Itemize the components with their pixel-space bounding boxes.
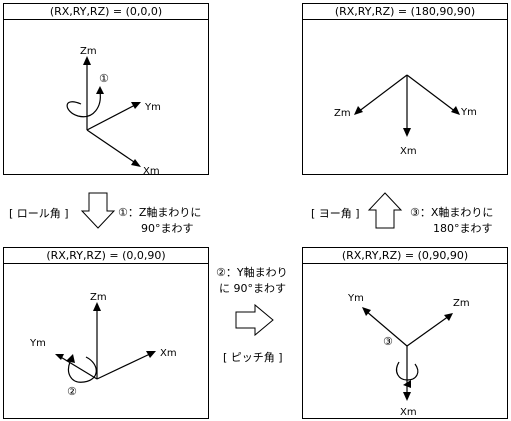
z-axis-arrowhead <box>93 302 101 311</box>
pitch-bracket-label: [ ピッチ角 ] <box>223 351 283 364</box>
rotation-arrowhead <box>403 380 411 388</box>
step-marker: ② <box>67 385 77 398</box>
roll-bracket-label: [ ロール角 ] <box>9 207 69 220</box>
y-axis-label: Ym <box>460 107 477 118</box>
panel-final: (RX,RY,RZ) = (180,90,90) Zm Ym Xm <box>302 3 508 175</box>
x-axis-label: Xm <box>160 348 177 359</box>
y-axis-label: Ym <box>347 293 364 304</box>
x-axis-arrowhead <box>131 159 141 167</box>
panel-after-roll: (RX,RY,RZ) = (0,0,90) Zm Ym Xm ② <box>3 247 209 419</box>
roll-step-line2: 90°まわす <box>141 222 194 235</box>
panel-after-pitch: (RX,RY,RZ) = (0,90,90) Ym Zm Xm ③ <box>302 247 508 419</box>
right-arrow-icon <box>235 303 274 337</box>
rotation-arrowhead <box>66 354 75 363</box>
z-axis-label: Zm <box>80 46 97 57</box>
roll-step-line1: ①：Z軸まわりに <box>118 206 202 219</box>
y-axis-arrowhead <box>55 354 64 360</box>
up-arrow-icon <box>367 192 403 229</box>
x-axis-line <box>86 129 138 165</box>
y-axis-label: Ym <box>144 102 161 113</box>
z-axis-line <box>357 74 408 113</box>
rotation-arrowhead <box>96 86 104 94</box>
y-axis-line <box>58 355 98 380</box>
z-axis-label: Zm <box>334 108 351 119</box>
step-marker: ③ <box>383 335 393 348</box>
x-axis-arrowhead <box>403 392 411 401</box>
panel-after-pitch-header: (RX,RY,RZ) = (0,90,90) <box>303 248 507 264</box>
step-marker: ① <box>99 72 109 85</box>
y-axis-arrowhead <box>131 102 141 109</box>
yaw-step-line2: 180°まわす <box>433 222 493 235</box>
pitch-step-line2: に 90°まわす <box>219 282 286 295</box>
x-axis-label: Xm <box>400 146 417 157</box>
y-axis-line <box>406 74 457 113</box>
panel-after-roll-diagram: Zm Ym Xm ② <box>29 292 177 398</box>
x-axis-label: Xm <box>400 407 417 418</box>
rotation-arrow-arc <box>395 361 419 381</box>
panel-final-diagram: Zm Ym Xm <box>334 74 477 157</box>
z-axis-label: Zm <box>453 298 470 309</box>
z-axis-line <box>406 315 450 347</box>
z-axis-arrowhead <box>444 313 453 321</box>
yaw-step-line1: ③：X軸まわりに <box>410 206 494 219</box>
z-axis-arrowhead <box>83 56 91 65</box>
yaw-bracket-label: [ ヨー角 ] <box>311 207 360 220</box>
z-axis-label: Zm <box>90 292 107 303</box>
down-arrow-icon <box>80 192 116 229</box>
panel-initial: (RX,RY,RZ) = (0,0,0) Zm Ym Xm ① <box>3 3 209 175</box>
y-axis-arrowhead <box>451 106 460 115</box>
x-axis-arrowhead <box>403 128 411 137</box>
x-axis-arrowhead <box>146 351 156 358</box>
panel-final-header: (RX,RY,RZ) = (180,90,90) <box>303 4 507 20</box>
y-axis-label: Ym <box>29 338 46 349</box>
rotation-arrow-arc <box>67 356 97 383</box>
y-axis-line <box>365 310 408 347</box>
y-axis-line <box>86 103 138 131</box>
panel-initial-header: (RX,RY,RZ) = (0,0,0) <box>4 4 208 20</box>
x-axis-line <box>96 352 153 380</box>
rotation-arrow-arc <box>66 91 101 118</box>
panel-initial-diagram: Zm Ym Xm ① <box>66 46 161 174</box>
panel-after-pitch-diagram: Ym Zm Xm ③ <box>347 293 470 418</box>
z-axis-arrowhead <box>354 106 363 115</box>
panel-after-roll-header: (RX,RY,RZ) = (0,0,90) <box>4 248 208 264</box>
y-axis-arrowhead <box>362 307 371 316</box>
x-axis-label: Xm <box>143 166 160 174</box>
pitch-step-line1: ②：Y軸まわり <box>216 266 288 279</box>
